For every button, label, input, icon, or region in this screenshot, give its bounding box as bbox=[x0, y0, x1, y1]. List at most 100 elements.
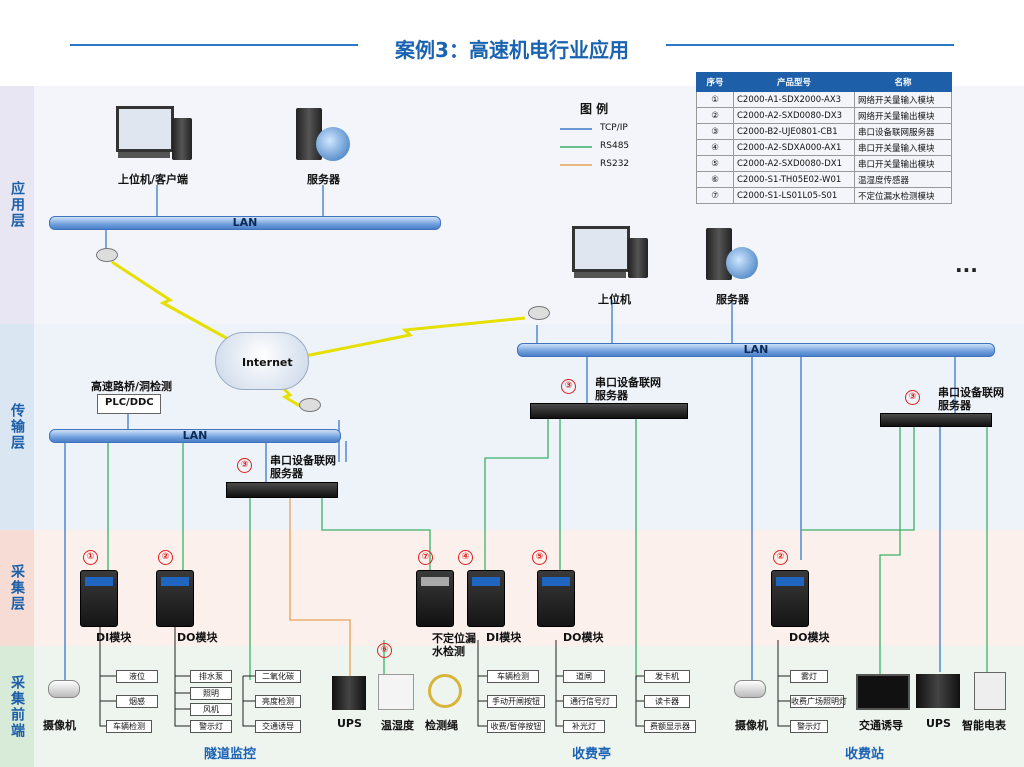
plc-label: PLC/DDC bbox=[105, 397, 154, 408]
legend-tcpip: TCP/IP bbox=[600, 123, 628, 133]
di-module-2-label: DI模块 bbox=[486, 631, 522, 644]
layer-label-collect: 采集层 bbox=[0, 530, 34, 646]
legend-rs232: RS232 bbox=[600, 159, 630, 169]
serial-server-3-label-line2: 服务器 bbox=[938, 399, 971, 412]
front-box: 照明 bbox=[190, 687, 232, 700]
marker-3a: ③ bbox=[237, 458, 252, 473]
serial-server-1-label-line2: 服务器 bbox=[270, 467, 303, 480]
front-box: 亮度检测 bbox=[255, 695, 301, 708]
table-cell: ③ bbox=[696, 123, 734, 140]
ups-2-label: UPS bbox=[926, 717, 951, 730]
table-header-index: 序号 bbox=[696, 72, 734, 92]
front-box: 警示灯 bbox=[190, 720, 232, 733]
marker-7: ⑦ bbox=[418, 550, 433, 565]
band-transport bbox=[34, 324, 1024, 530]
pc-client-label: 上位机/客户端 bbox=[118, 173, 189, 186]
server1-label: 服务器 bbox=[307, 173, 340, 186]
front-box: 发卡机 bbox=[644, 670, 690, 683]
table-cell: ⑥ bbox=[696, 171, 734, 188]
front-box: 交通诱导 bbox=[255, 720, 301, 733]
layer-label-application: 应用层 bbox=[0, 86, 34, 324]
pc2-label: 上位机 bbox=[598, 293, 631, 306]
table-cell: 串口开关量输出模块 bbox=[854, 155, 952, 172]
table-cell: 温湿度传感器 bbox=[854, 171, 952, 188]
section-station: 收费站 bbox=[845, 747, 885, 762]
do-module-2 bbox=[537, 570, 575, 627]
table-cell: ② bbox=[696, 107, 734, 124]
lan-left: LAN bbox=[49, 429, 341, 443]
section-tunnel: 隧道监控 bbox=[204, 747, 257, 762]
table-cell: C2000-A2-SXD0080-DX3 bbox=[733, 107, 855, 124]
table-cell: 串口设备联网服务器 bbox=[854, 123, 952, 140]
front-box: 收费/暂停按钮 bbox=[487, 720, 545, 733]
front-box: 费额显示器 bbox=[644, 720, 696, 733]
lan-top: LAN bbox=[49, 216, 441, 230]
marker-6: ⑥ bbox=[377, 643, 392, 658]
ups-1-label: UPS bbox=[337, 717, 362, 730]
di-module-1-label: DI模块 bbox=[96, 631, 132, 644]
serial-server-1-label-line1: 串口设备联网 bbox=[270, 454, 336, 467]
router-icon-3 bbox=[299, 398, 321, 412]
table-cell: C2000-A1-SDX2000-AX3 bbox=[733, 91, 855, 108]
table-cell: ④ bbox=[696, 139, 734, 156]
layer-label-transport: 传输层 bbox=[0, 324, 34, 530]
router-icon bbox=[96, 248, 118, 262]
di-module-2 bbox=[467, 570, 505, 627]
front-box: 二氧化碳 bbox=[255, 670, 301, 683]
serial-server-2-label-line2: 服务器 bbox=[595, 389, 628, 402]
front-box: 读卡器 bbox=[644, 695, 690, 708]
do-module-2-label: DO模块 bbox=[563, 631, 604, 644]
marker-3b: ③ bbox=[561, 379, 576, 394]
front-box: 排水泵 bbox=[190, 670, 232, 683]
serial-server-2-device bbox=[530, 403, 688, 419]
front-box: 收费广场照明灯 bbox=[790, 695, 847, 708]
bridge-label: 高速路桥/洞检测 bbox=[91, 380, 173, 393]
table-cell: C2000-A2-SXD0080-DX1 bbox=[733, 155, 855, 172]
do-module-1-label: DO模块 bbox=[177, 631, 218, 644]
table-cell: ⑦ bbox=[696, 187, 734, 204]
front-box: 补光灯 bbox=[563, 720, 605, 733]
rope-icon bbox=[428, 674, 462, 708]
serial-server-2-label-line1: 串口设备联网 bbox=[595, 376, 661, 389]
traffic-label: 交通诱导 bbox=[859, 719, 903, 732]
legend-title: 图 例 bbox=[580, 102, 609, 116]
serial-server-3-label-line1: 串口设备联网 bbox=[938, 386, 1004, 399]
front-box: 车辆检测 bbox=[106, 720, 152, 733]
marker-3c: ③ bbox=[905, 390, 920, 405]
meter-icon bbox=[974, 672, 1006, 710]
do-module-3 bbox=[771, 570, 809, 627]
marker-4: ④ bbox=[458, 550, 473, 565]
front-box: 车辆检测 bbox=[487, 670, 539, 683]
table-cell: 网络开关量输入模块 bbox=[854, 91, 952, 108]
marker-1: ① bbox=[83, 550, 98, 565]
front-box: 风机 bbox=[190, 703, 232, 716]
table-cell: ① bbox=[696, 91, 734, 108]
table-header-model: 产品型号 bbox=[733, 72, 855, 92]
lan-right: LAN bbox=[517, 343, 995, 357]
table-cell: 网络开关量输出模块 bbox=[854, 107, 952, 124]
traffic-sign-icon bbox=[856, 674, 910, 710]
front-box: 雾灯 bbox=[790, 670, 828, 683]
serial-server-3-device bbox=[880, 413, 992, 427]
rope-label: 检测绳 bbox=[425, 719, 458, 732]
band-collect bbox=[34, 530, 1024, 646]
do-module-1 bbox=[156, 570, 194, 627]
ellipsis: ... bbox=[955, 253, 978, 277]
table-header-name: 名称 bbox=[854, 72, 952, 92]
internet-label: Internet bbox=[242, 356, 293, 369]
table-cell: 串口开关量输入模块 bbox=[854, 139, 952, 156]
section-booth: 收费亭 bbox=[572, 747, 612, 762]
server2-label: 服务器 bbox=[716, 293, 749, 306]
do-module-3-label: DO模块 bbox=[789, 631, 830, 644]
serial-server-1-device bbox=[226, 482, 338, 498]
camera-icon bbox=[48, 680, 80, 698]
title-line-right bbox=[666, 44, 954, 46]
front-box: 道闸 bbox=[563, 670, 605, 683]
